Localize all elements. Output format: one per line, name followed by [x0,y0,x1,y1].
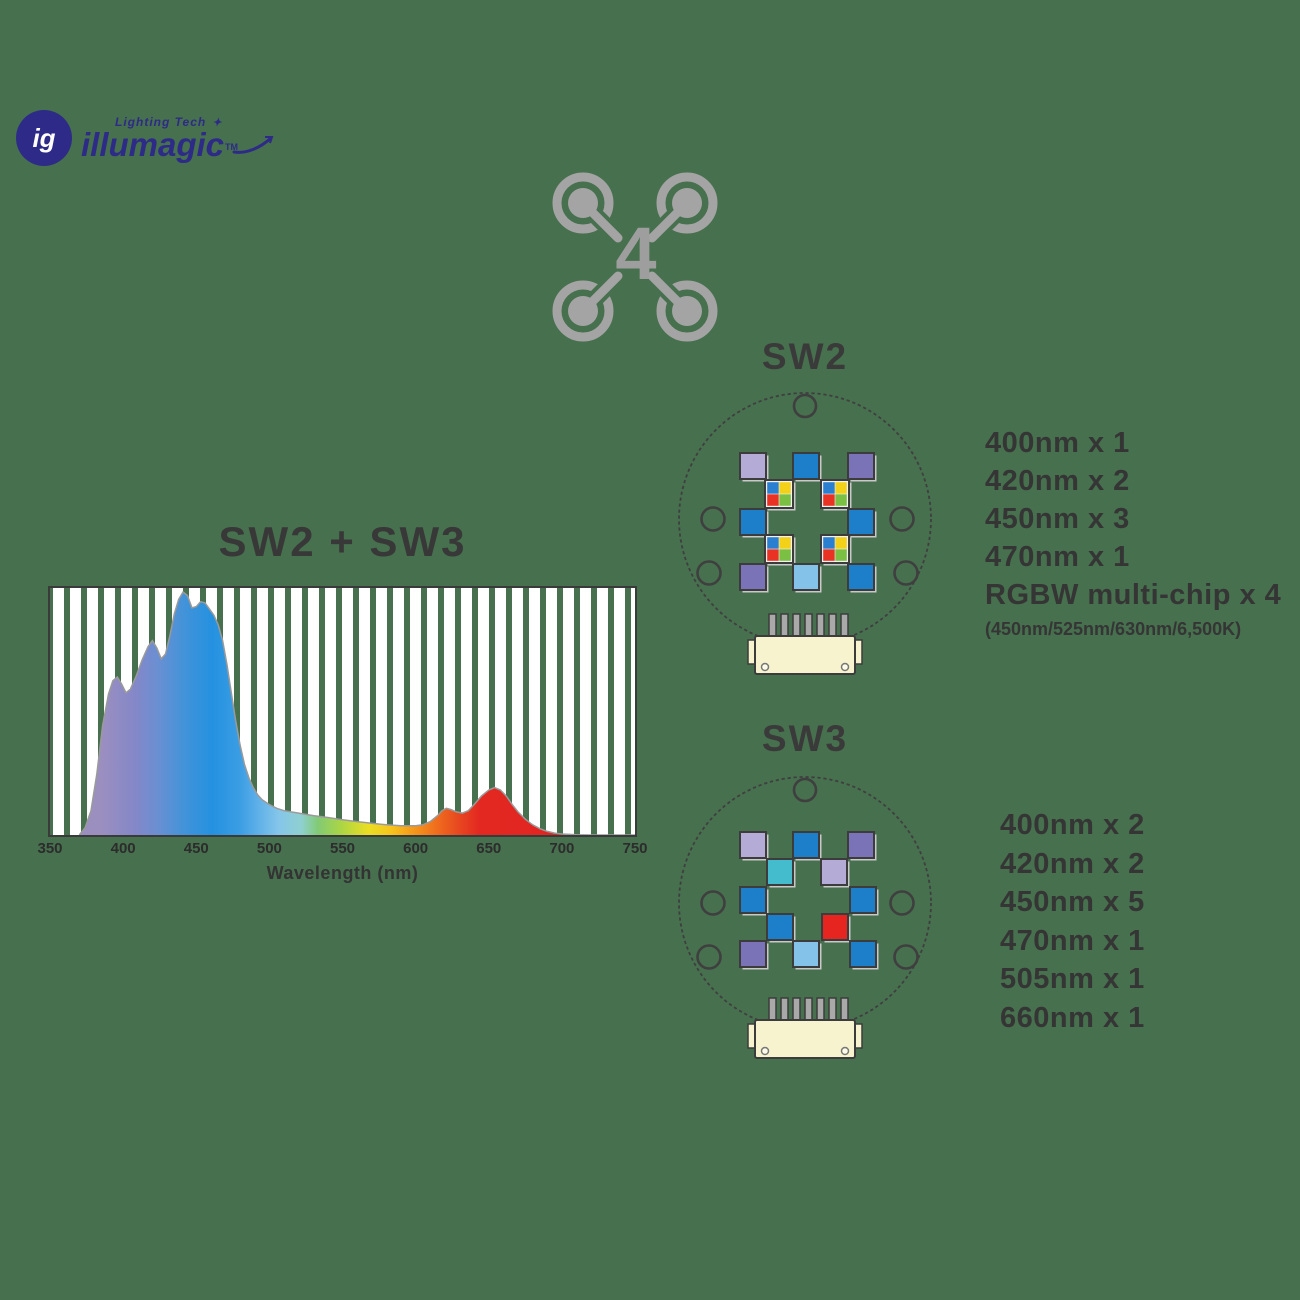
cluster-rings [552,172,718,342]
mounting-holes [696,393,919,586]
led-blue450 [849,886,879,916]
sw2-spec-list: 400nm x 1 420nm x 2 450nm x 3 470nm x 1 RGBW… [985,424,1281,641]
rgbw-multichip-led [764,479,796,511]
spec-line: 470nm x 1 [1000,924,1145,957]
swoosh-icon [232,136,274,154]
spectrum-area [79,592,635,835]
trademark-label: TM [225,142,239,152]
sw3-spec-list: 400nm x 2 420nm x 2 450nm x 5 470nm x 1 505n… [1000,806,1145,1037]
connector [747,613,863,675]
sparkle-icon: ✦ [212,117,223,129]
cluster-count-label: 4 [615,212,656,295]
x-tick-label: 500 [256,840,282,857]
led-skyblue470 [792,563,822,593]
spec-line: RGBW multi-chip x 4 [985,579,1282,611]
spectrum-plot [48,586,637,837]
rgbw-multichip-led [820,479,852,511]
led-violet400 [739,563,769,593]
connector [747,997,863,1059]
spec-line: 400nm x 1 [985,427,1130,459]
x-tick-label: 750 [622,840,648,857]
led-blue450 [849,940,879,970]
x-axis-label: Wavelength (nm) [266,863,419,883]
spec-line: 450nm x 5 [1000,886,1145,918]
led-red660 [821,913,851,943]
spec-line: 420nm x 2 [1000,847,1145,880]
x-tick-label: 400 [110,840,136,857]
led-blue450 [847,563,877,593]
led-blue450 [766,913,796,943]
led-skyblue470 [792,940,822,970]
led-violet400 [847,452,877,482]
sw2-title: SW2 [761,336,849,377]
spec-line: 660nm x 1 [1000,1001,1145,1034]
cluster-arms [568,188,702,326]
led-violet400 [739,940,769,970]
sw3-title: SW3 [761,718,849,759]
brand-monogram-icon: ig [16,110,72,166]
chart-title: SW2 + SW3 [218,518,467,565]
x-tick-label: 600 [403,840,429,857]
brand-tagline: Lighting Tech ✦ [115,116,274,129]
spec-line: 450nm x 3 [985,503,1130,535]
x-tick-label: 650 [476,840,502,857]
brand-tagline-label: Lighting Tech [115,115,207,129]
spectrum-chart: 350 400 450 500 550 600 650 700 750 Wavelength (… [37,586,648,884]
spec-line: 420nm x 2 [985,465,1130,497]
led-lavender420 [739,831,769,861]
x-tick-label: 700 [549,840,575,857]
spectrum-curve-outline [78,590,635,835]
rgbw-multichip-led [820,534,852,566]
spec-note: (450nm/525nm/630nm/6,500K) [985,619,1242,639]
x-tick-label: 350 [37,840,63,857]
spec-line: 400nm x 2 [1000,809,1145,841]
puck-outline [678,776,932,1030]
x-axis-ticks: 350 400 450 500 550 600 650 700 750 [37,837,647,859]
spec-line: 470nm x 1 [985,541,1130,573]
spec-line: 505nm x 1 [1000,963,1145,995]
led-blue450 [739,508,769,538]
led-blue450 [847,508,877,538]
led-blue450 [739,886,769,916]
led-lavender420 [820,858,850,888]
rgbw-multichip-led [764,534,796,566]
led-teal505 [766,858,796,888]
led-violet400 [847,831,877,861]
led-blue450 [792,831,822,861]
sw3-led-array [739,831,879,970]
x-tick-label: 450 [183,840,209,857]
quad-cluster-icon: 4 [552,172,718,342]
sw2-led-array [739,452,877,593]
led-lavender420 [739,452,769,482]
sw2-led-puck-diagram [678,392,932,675]
puck-outline [678,392,932,646]
brand-name-label: illumagic [81,126,225,163]
sw3-led-puck-diagram [678,776,932,1059]
mounting-holes [696,777,919,970]
led-blue450 [792,452,822,482]
x-tick-label: 550 [329,840,356,857]
